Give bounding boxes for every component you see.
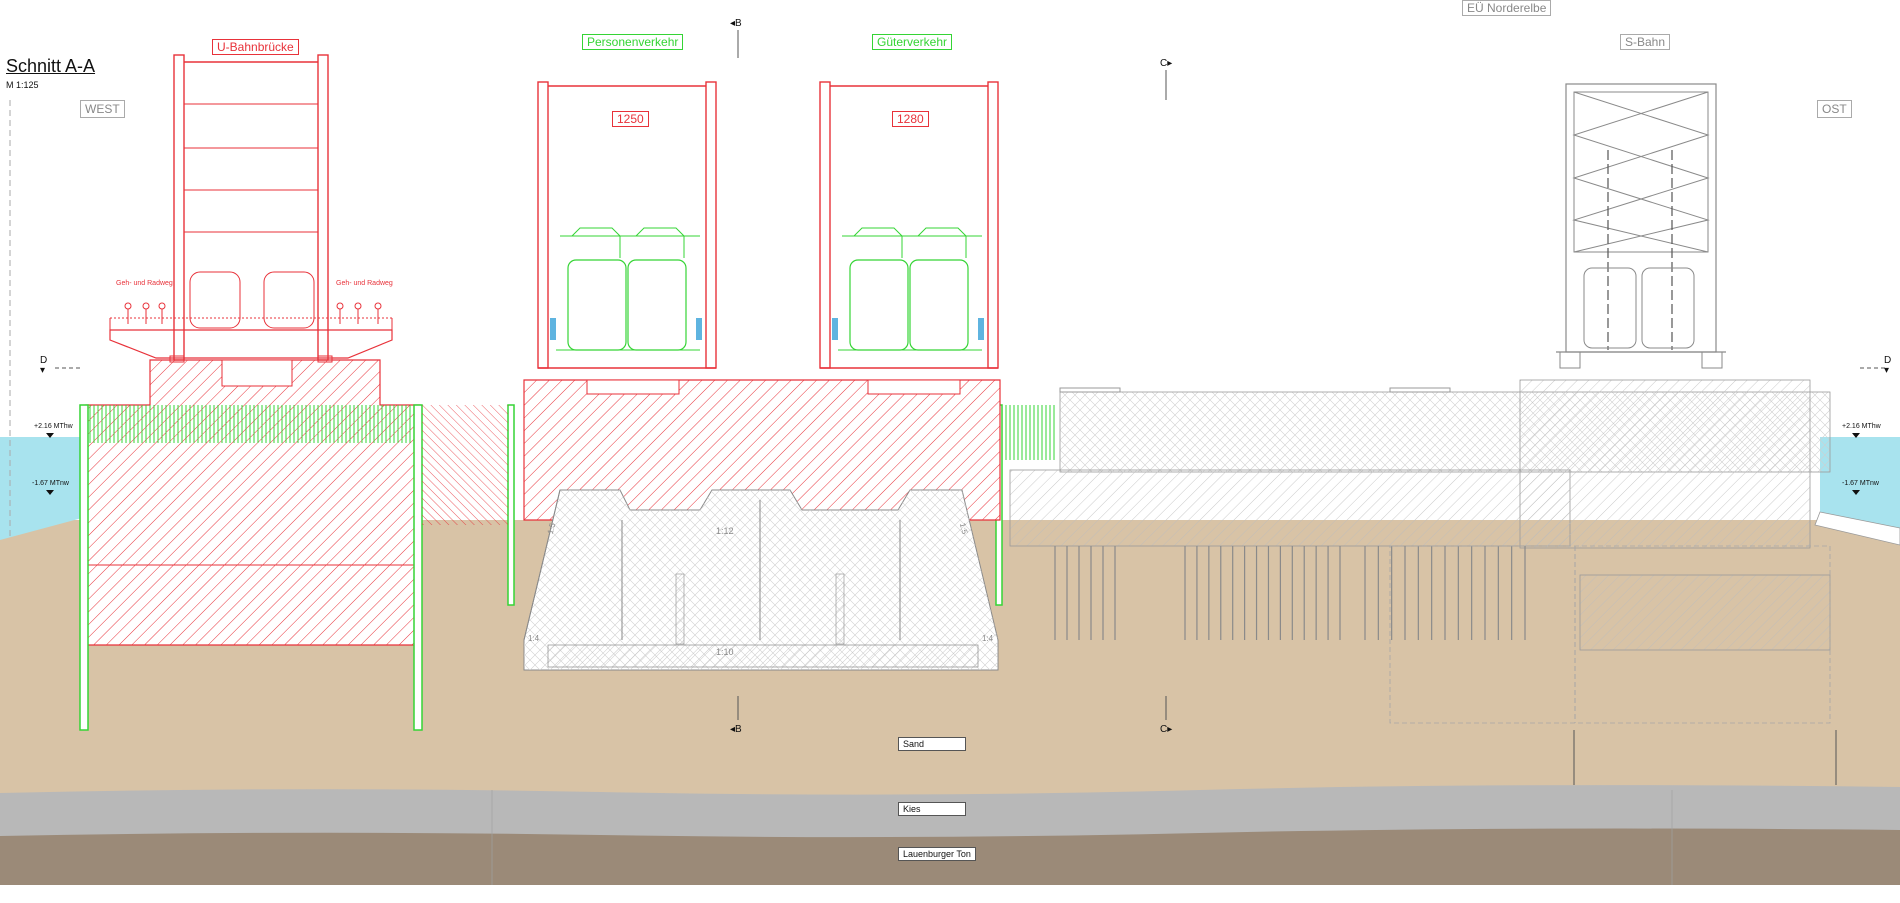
water-west <box>0 437 82 540</box>
sheet-pile-west-1 <box>79 404 89 731</box>
water-high-east: +2.16 MThw <box>1842 423 1881 430</box>
water-high-west: +2.16 MThw <box>34 423 73 430</box>
existing-east-structure <box>1009 379 1831 724</box>
drawing-scale: M 1:125 <box>6 80 39 90</box>
section-mark-c-top: C▸ <box>1160 58 1173 69</box>
section-mark-b-bottom: ◂B <box>730 724 742 735</box>
section-mark-d-west: D▾ <box>40 355 48 376</box>
embankment-east <box>1814 511 1900 546</box>
slope-label-c-east: 1:4 <box>982 634 994 643</box>
central-foundation <box>523 379 1001 671</box>
water-level-markers <box>46 433 1860 495</box>
water-east <box>1820 437 1900 528</box>
sbahn-bridge <box>1556 83 1726 369</box>
sheet-piles <box>79 404 1056 731</box>
label-ubahn: U-Bahnbrücke <box>212 39 299 55</box>
slope-label-b: 1:10 <box>716 647 734 657</box>
piles <box>1054 546 1526 640</box>
label-ost: OST <box>1817 100 1852 118</box>
ubahn-bridge <box>109 54 393 363</box>
section-mark-d-east: D▾ <box>1884 355 1892 376</box>
sheet-pile-mid <box>507 404 515 606</box>
walkway-label-west: Geh- und Radweg <box>116 280 173 287</box>
slope-label-a: 1:12 <box>716 526 734 536</box>
span-gueter: 1280 <box>892 111 929 127</box>
people-east <box>336 302 382 324</box>
people-west <box>124 302 166 324</box>
layer-label-sand: Sand <box>898 737 966 751</box>
slope-label-c-west: 1:4 <box>528 634 540 643</box>
section-lines <box>9 30 1885 785</box>
layer-label-kies: Kies <box>898 802 966 816</box>
ubahn-abutment <box>85 359 421 646</box>
water-low-east: -1.67 MTnw <box>1842 480 1879 487</box>
walkway-label-east: Geh- und Radweg <box>336 280 393 287</box>
label-west: WEST <box>80 100 125 118</box>
section-mark-c-bottom: C▸ <box>1160 724 1173 735</box>
personen-bridge <box>537 81 717 369</box>
label-personen: Personenverkehr <box>582 34 684 50</box>
sheet-pile-west-2 <box>413 404 423 731</box>
label-gueter: Güterverkehr <box>872 34 953 50</box>
span-personen: 1250 <box>612 111 649 127</box>
water-areas <box>0 437 1900 546</box>
section-mark-b-top: ◂B <box>730 18 742 29</box>
gueter-bridge <box>819 81 999 369</box>
layer-label-ton: Lauenburger Ton <box>898 847 976 861</box>
drawing-title: Schnitt A-A <box>6 56 96 76</box>
water-low-west: -1.67 MTnw <box>32 480 69 487</box>
label-eu-norderelbe: EÜ Norderelbe <box>1462 0 1552 16</box>
label-sbahn: S-Bahn <box>1620 34 1671 50</box>
